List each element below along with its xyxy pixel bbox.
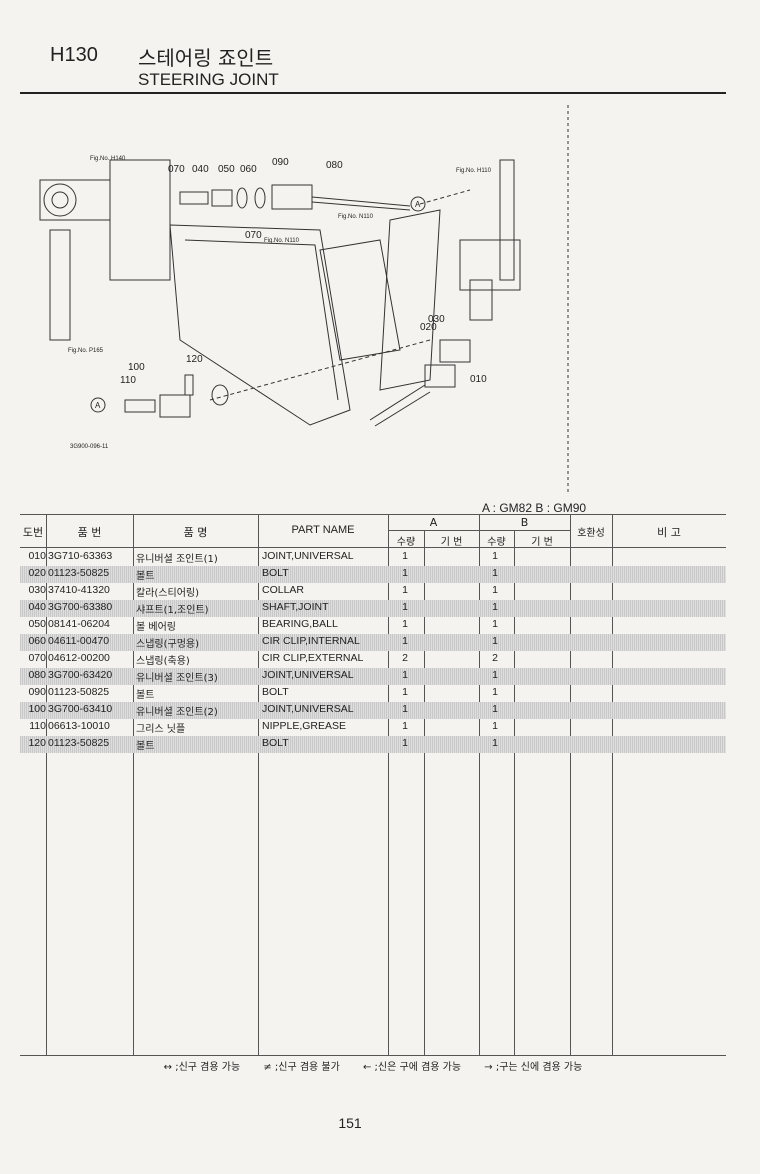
table-rule [424,530,425,1055]
callout: 070 [245,230,262,241]
model-legend: A : GM82 B : GM90 [482,501,587,515]
callout: 010 [470,374,487,385]
header-name-en: PART NAME [291,524,355,536]
header-qty-a: 수량 [396,537,416,548]
callout: 040 [192,164,209,175]
fig-ref: Fig.No. N110 [264,238,300,244]
callout: 120 [186,354,203,365]
fig-ref: Fig.No. H140 [90,156,126,162]
callout: 080 [326,160,343,171]
header-model-a: A [429,516,438,529]
header-model-b: B [520,516,529,529]
table-rule [20,1055,726,1056]
page-number: 151 [338,1115,362,1131]
callout: 050 [218,164,235,175]
marker-a: A [95,401,101,410]
fig-ref: Fig.No. H110 [456,168,492,174]
header-no: 도번 [22,526,44,539]
legend-item: → ;구는 신에 겸용 가능 [484,1062,583,1073]
callout: 060 [240,164,257,175]
table-rule [133,514,134,1055]
header-part-no: 품 번 [77,526,102,539]
header-qty-b: 수량 [487,537,506,548]
table-rule [258,514,259,1055]
header-rule [20,92,726,94]
callout: 110 [120,375,136,386]
legend-item: ≠ ;신구 겸용 불가 [263,1062,340,1073]
exploded-diagram: 070 040 050 060 090 080 070 010 030 020 … [20,100,726,500]
page-title-korean: 스테어링 죠인트 [138,46,274,70]
callout: 090 [272,157,289,168]
table-rule [479,514,480,1055]
table-rule [20,514,726,515]
header-remarks: 비 고 [657,526,681,539]
callout: 070 [168,164,185,175]
header-serial-b: 기 번 [531,537,553,548]
callout: 100 [128,362,145,373]
callout: 030 [428,314,445,325]
fig-ref: Fig.No. P165 [68,348,104,354]
table-rule [570,514,571,1055]
table-rule [20,547,726,548]
header-compat: 호환성 [577,528,605,539]
diagram-code: 3G900-096-11 [70,444,109,450]
marker-a: A [415,200,421,209]
page-title-english: STEERING JOINT [138,70,279,89]
callout: 020 [420,322,437,333]
part-code: H130 [50,44,98,66]
table-rule [514,530,515,1055]
compatibility-legend: ↔ ;신구 겸용 가능 ≠ ;신구 겸용 불가 ← ;신은 구에 겸용 가능 →… [20,1058,726,1073]
table-rule [388,514,389,1055]
header-name-kr: 품 명 [183,526,208,539]
table-rule [46,514,47,1055]
table-rule [612,514,613,1055]
legend-item: ← ;신은 구에 겸용 가능 [363,1062,462,1073]
fig-ref: Fig.No. N110 [338,214,374,220]
header-serial-a: 기 번 [440,537,463,548]
legend-item: ↔ ;신구 겸용 가능 [163,1062,241,1073]
